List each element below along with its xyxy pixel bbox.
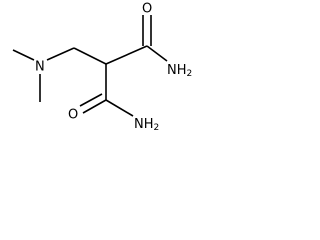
atom-label-top-amide-nh: NH xyxy=(167,63,187,78)
atom-label-top-amide-nh2: NH2 xyxy=(167,63,192,79)
bond-central-to-top-carbonyl-carbon xyxy=(105,45,148,65)
atom-label-bottom-amide-nh: NH xyxy=(134,117,154,132)
bond-n-to-ch2 xyxy=(46,47,75,61)
atom-label-dimethylamino-nitrogen: N xyxy=(35,60,45,75)
atom-label-bottom-amide-nh2: NH2 xyxy=(134,117,159,133)
atom-label-top-amide-subscript: 2 xyxy=(187,69,193,79)
atom-label-top-oxygen: O xyxy=(142,2,152,17)
bond-bottom-carbonyl-co-double-a xyxy=(82,99,107,114)
structural-formula-diagram: O NH2 N O NH2 xyxy=(12,2,192,133)
bond-ch2-to-central-carbon xyxy=(73,47,107,65)
bond-bottom-carbonyl-co-double-b xyxy=(79,93,103,107)
bond-top-carbonyl-to-nh2 xyxy=(146,45,168,62)
bond-bottom-carbonyl-to-nh2 xyxy=(105,99,134,117)
atom-label-bottom-amide-subscript: 2 xyxy=(154,123,160,133)
bond-nmethyl-top-to-n xyxy=(12,49,35,61)
atom-label-bottom-oxygen: O xyxy=(68,108,78,123)
